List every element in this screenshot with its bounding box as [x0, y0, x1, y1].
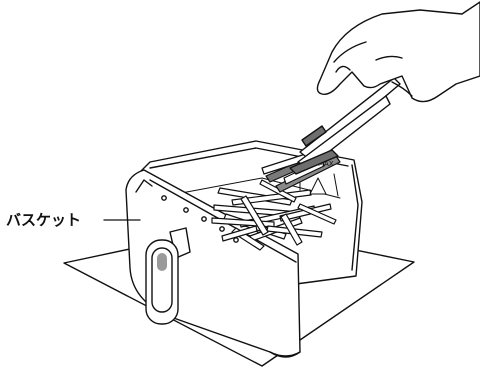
basket-callout-label: バスケット [6, 209, 81, 230]
hand-icon [317, 2, 480, 102]
